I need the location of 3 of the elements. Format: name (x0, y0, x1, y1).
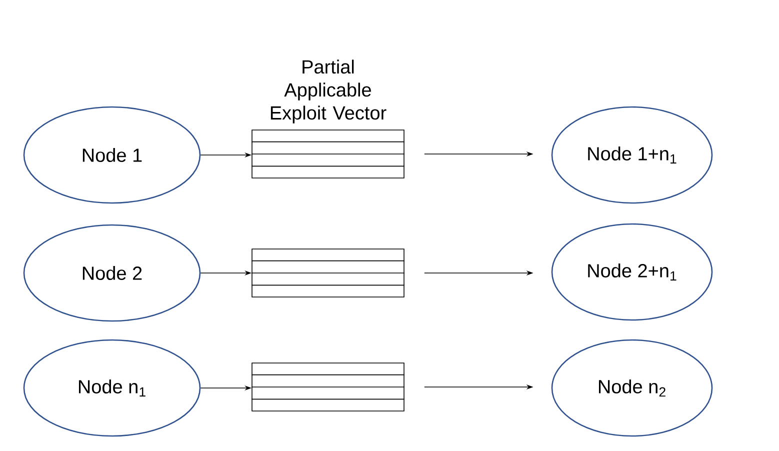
vector-heading: Partial Applicable Exploit Vector (270, 60, 386, 124)
vector-table (251, 362, 405, 412)
vector-table (251, 248, 405, 298)
